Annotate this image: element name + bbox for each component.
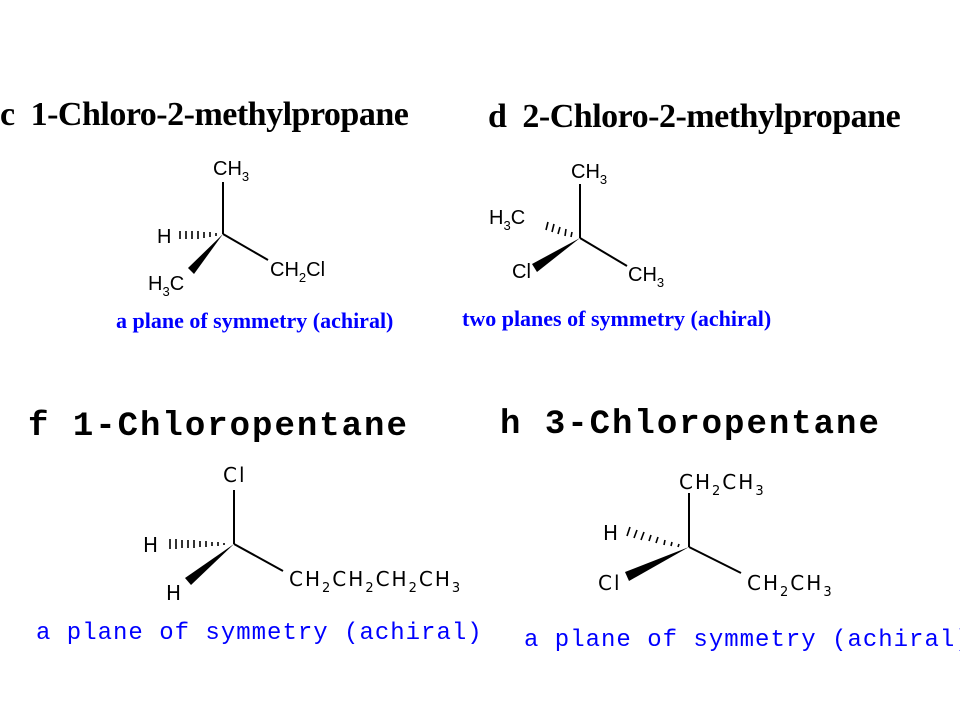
panel-c-title: c 1-Chloro-2-methylpropane — [0, 96, 409, 134]
wedge-bond-c — [188, 234, 223, 274]
bond-c-right — [222, 233, 269, 261]
panel-d-caption: two planes of symmetry (achiral) — [462, 306, 772, 331]
atom-d-left: H3C — [489, 207, 525, 233]
panel-d-letter: d — [488, 98, 507, 135]
atom-f-top: Cl — [223, 463, 247, 487]
panel-c-letter: c — [0, 96, 15, 133]
atom-h-left: H — [603, 521, 620, 545]
panel-h-caption: a plane of symmetry (achiral) — [524, 627, 960, 654]
panel-h-name: 3-Chloropentane — [544, 406, 881, 444]
atom-d-bottom: Cl — [512, 261, 531, 283]
hash-bond-f — [169, 539, 225, 549]
atom-f-bottom: H — [166, 581, 183, 605]
atom-c-right: CH2Cl — [270, 259, 325, 285]
bond-h-right — [688, 546, 742, 574]
panel-f-letter: f — [28, 408, 51, 446]
panel-c-name: 1-Chloro-2-methylpropane — [30, 96, 409, 133]
wedge-bond-d — [532, 238, 580, 272]
panel-f-caption: a plane of symmetry (achiral) — [36, 620, 483, 647]
wedge-bond-h — [625, 547, 689, 581]
atom-d-right: CH3 — [628, 264, 664, 290]
atom-f-right: CH2CH2CH2CH3 — [289, 567, 462, 596]
atom-c-bottom: H3C — [148, 273, 184, 299]
panel-c-structure: CH3 H CH2Cl H3C — [148, 158, 325, 299]
panel-f-title: f 1-Chloropentane — [28, 408, 409, 446]
panel-d-structure: CH3 H3C CH3 Cl — [489, 161, 664, 290]
hash-bond-h — [626, 526, 680, 548]
panel-h-letter: h — [500, 406, 523, 444]
wedge-bond-f — [185, 544, 234, 585]
atom-h-bottom: Cl — [598, 571, 622, 595]
bond-f-right — [233, 543, 284, 572]
panel-h-title: h 3-Chloropentane — [500, 406, 881, 444]
panel-d-name: 2-Chloro-2-methylpropane — [522, 98, 901, 135]
atom-c-top: CH3 — [213, 158, 249, 184]
atom-d-top: CH3 — [571, 161, 607, 187]
panel-c-caption: a plane of symmetry (achiral) — [116, 308, 394, 333]
panel-f-structure: Cl H H CH2CH2CH2CH3 — [143, 463, 462, 605]
panel-f-name: 1-Chloropentane — [72, 408, 409, 446]
atom-h-right: CH2CH3 — [747, 571, 834, 600]
panel-h-structure: CH2CH3 H Cl CH2CH3 — [598, 470, 834, 600]
atom-f-left: H — [143, 533, 160, 557]
panel-d-title: d 2-Chloro-2-methylpropane — [488, 98, 901, 136]
bond-d-right — [579, 237, 628, 267]
atom-c-left: H — [157, 226, 171, 248]
atom-h-top: CH2CH3 — [679, 470, 766, 499]
hash-bond-c — [179, 231, 217, 239]
hash-bond-d — [545, 221, 573, 238]
